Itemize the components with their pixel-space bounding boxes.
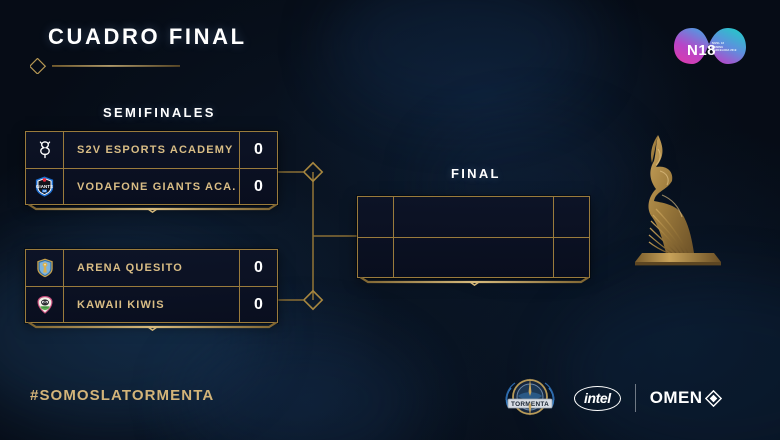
round-title-semifinals: SEMIFINALES (103, 105, 216, 120)
match-card-semifinal-2[interactable]: ARENA QUESITO 0 KAWAII KIWIS 0 (25, 249, 278, 331)
sponsor-la-tormenta: TORMENTA (500, 372, 560, 424)
sponsor-divider (634, 384, 636, 412)
team-row[interactable] (358, 237, 589, 277)
svg-text:GIANTS: GIANTS (36, 184, 53, 189)
team-logo-cell (358, 238, 394, 277)
sponsor-omen: OMEN (650, 388, 723, 408)
round-title-final: FINAL (451, 166, 501, 181)
team-logo-cell (358, 197, 394, 237)
team-name: VODAFONE GIANTS ACA. (77, 180, 237, 193)
giants-shield-logo: GIANTS 18 (35, 176, 54, 197)
team-score (553, 197, 589, 237)
match-card-decoration (360, 277, 589, 286)
team-row[interactable] (358, 197, 589, 237)
omen-diamond-icon (705, 389, 723, 407)
title-underline-decoration (30, 58, 180, 74)
team-row[interactable]: S2V ESPORTS ACADEMY 0 (26, 132, 277, 168)
match-card-decoration (28, 204, 277, 213)
sponsor-intel: intel (574, 385, 621, 411)
team-name: KAWAII KIWIS (77, 298, 165, 311)
bg-cloud (330, 0, 590, 120)
team-score: 0 (239, 287, 277, 322)
match-card-decoration (28, 322, 277, 331)
team-logo-cell: GIANTS 18 (26, 169, 64, 204)
team-score: 0 (239, 169, 277, 204)
team-logo-cell (26, 250, 64, 286)
team-row[interactable]: GIANTS 18 VODAFONE GIANTS ACA. 0 (26, 168, 277, 204)
page-title: CUADRO FINAL (48, 24, 247, 49)
s2v-snake-logo (39, 141, 50, 159)
kawaii-kiwis-crest-logo (36, 295, 53, 314)
team-score: 0 (239, 132, 277, 168)
omen-label: OMEN (649, 388, 703, 407)
omen-wordmark: OMEN (650, 388, 723, 408)
team-score: 0 (239, 250, 277, 286)
team-name: S2V ESPORTS ACADEMY (77, 144, 234, 156)
team-name (394, 197, 553, 237)
team-row[interactable]: KAWAII KIWIS 0 (26, 286, 277, 322)
brand-name: N18 (687, 42, 717, 59)
team-row[interactable]: ARENA QUESITO 0 (26, 250, 277, 286)
match-card-semifinal-1[interactable]: S2V ESPORTS ACADEMY 0 GIANTS 18 VODAFONE… (25, 131, 278, 213)
bracket-node-diamond (302, 289, 324, 311)
team-name: ARENA QUESITO (77, 262, 184, 274)
team-logo-cell (26, 132, 64, 168)
brand-subtitle: NIVEL 18 GAMING BARCELONA 2019 (712, 42, 737, 53)
match-card-final[interactable] (357, 196, 590, 286)
header: CUADRO FINAL (30, 24, 247, 74)
svg-text:18: 18 (43, 189, 46, 193)
la-tormenta-trophy (635, 135, 721, 266)
n18-brand-logo: N18 NIVEL 18 GAMING BARCELONA 2019 (668, 20, 752, 85)
bg-cloud (180, 330, 420, 440)
team-score (553, 238, 589, 277)
event-hashtag: #SOMOSLATORMENTA (30, 387, 215, 404)
team-logo-cell (26, 287, 64, 322)
bracket-node-diamond (302, 161, 324, 183)
la-tormenta-emblem: TORMENTA (505, 378, 555, 416)
arena-quesito-shield-logo (36, 258, 53, 278)
team-name (394, 238, 553, 277)
sponsor-bar: TORMENTA intel OMEN (500, 372, 723, 424)
intel-wordmark: intel (574, 385, 621, 411)
